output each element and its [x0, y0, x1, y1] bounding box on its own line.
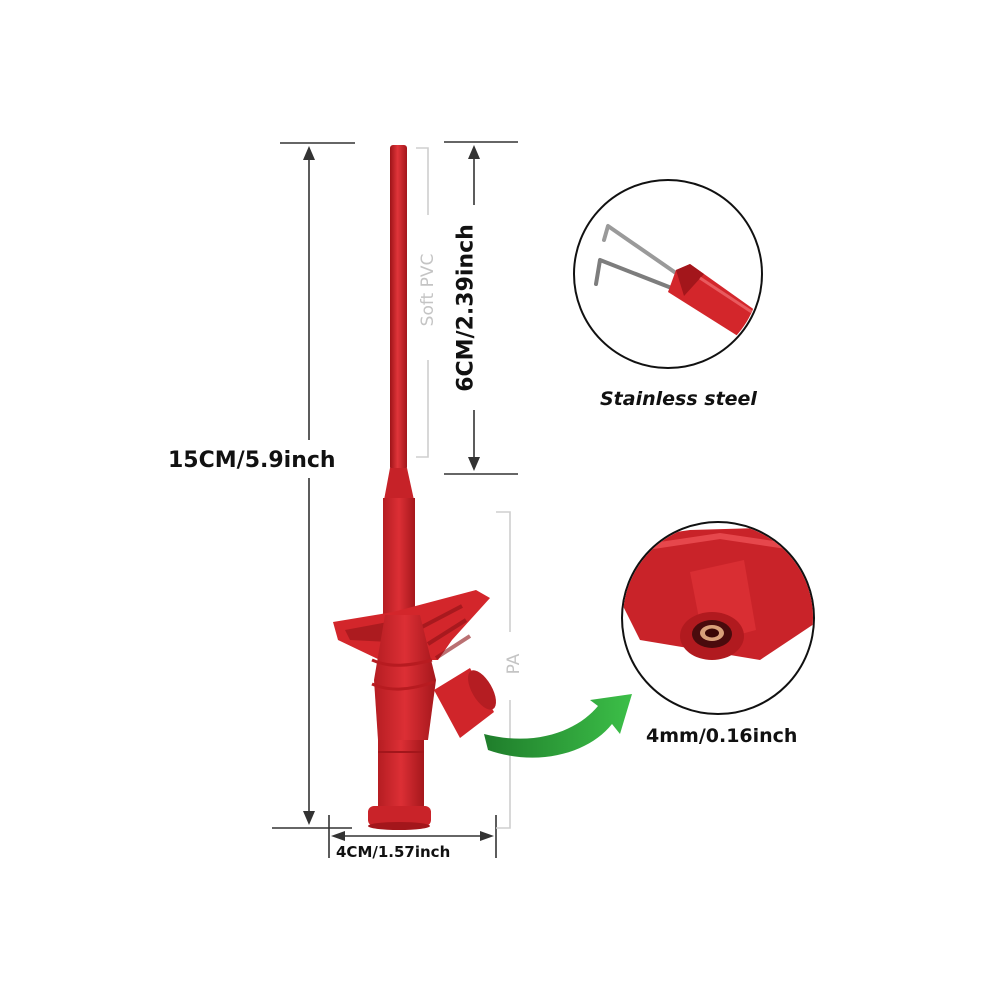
soft-pvc-label: Soft PVC: [418, 253, 438, 327]
tip-length-label: 6CM/2.39inch: [453, 224, 479, 392]
socket-zoom: [621, 521, 815, 715]
total-length-label: 15CM/5.9inch: [168, 448, 336, 473]
stainless-steel-caption: Stainless steel: [600, 388, 757, 410]
stainless-steel-zoom: [573, 179, 763, 369]
socket-size-caption: 4mm/0.16inch: [646, 725, 798, 747]
soft-pvc-bracket: [416, 147, 429, 458]
tip-length-dimension: [444, 141, 518, 475]
probe: [333, 145, 496, 830]
base-width-dimension: [328, 815, 497, 858]
arrow-icon: [484, 694, 632, 758]
base-width-label: 4CM/1.57inch: [336, 843, 451, 861]
pa-label: PA: [504, 653, 524, 675]
total-length-dimension: [272, 142, 355, 829]
